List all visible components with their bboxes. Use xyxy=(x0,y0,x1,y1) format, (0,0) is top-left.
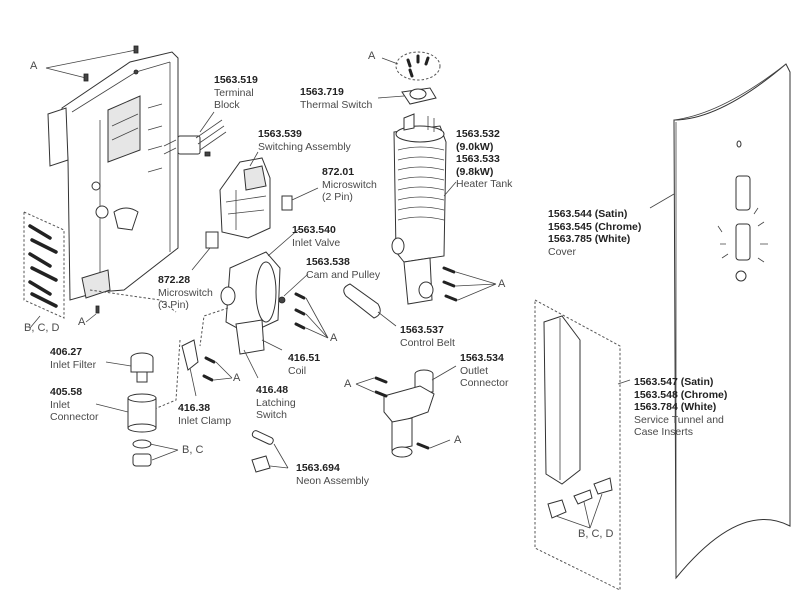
heater-tank-part xyxy=(391,113,457,305)
inlet-clamp-part xyxy=(181,339,199,397)
ref-a-left: A xyxy=(78,316,86,328)
ref-bc: B, C xyxy=(182,444,204,456)
service-tunnel-part xyxy=(534,299,631,591)
ref-a-clamp: A xyxy=(233,372,241,384)
label-inlet-clamp: 416.38 Inlet Clamp xyxy=(178,402,232,427)
label-inlet-connector: 405.58 Inlet Connector xyxy=(50,386,99,423)
top-screws xyxy=(45,45,139,82)
ref-a-top: A xyxy=(30,60,38,72)
label-inlet-filter: 406.27 Inlet Filter xyxy=(50,346,97,371)
label-switching-assembly: 1563.539 Switching Assembly xyxy=(258,128,351,153)
microswitch-2pin-part xyxy=(281,187,319,211)
control-belt-part xyxy=(343,283,397,327)
label-cover: 1563.544 (Satin) 1563.545 (Chrome) 1563.… xyxy=(548,208,642,258)
label-microswitch-2pin: 872.01 Microswitch (2 Pin) xyxy=(322,166,377,203)
inlet-filter-part xyxy=(105,352,154,383)
label-microswitch-3pin: 872.28 Microswitch (3 Pin) xyxy=(158,274,213,311)
label-service-tunnel: 1563.547 (Satin) 1563.548 (Chrome) 1563.… xyxy=(634,376,728,438)
label-neon-assembly: 1563.694 Neon Assembly xyxy=(296,462,369,487)
thermal-switch-part xyxy=(377,51,441,105)
ref-bcd-right: B, C, D xyxy=(578,528,614,540)
neon-assembly-part xyxy=(251,430,289,473)
microswitch-3pin-part xyxy=(191,231,219,271)
ref-a-valve: A xyxy=(330,332,338,344)
ref-bcd-left: B, C, D xyxy=(24,322,60,334)
switching-assembly-part xyxy=(219,151,271,239)
ref-a-thermal: A xyxy=(368,50,376,62)
label-latching-switch: 416.48 Latching Switch xyxy=(256,384,296,421)
ref-a-heater: A xyxy=(498,278,506,290)
terminal-block-part xyxy=(163,111,227,157)
inlet-connector-part xyxy=(95,393,179,467)
label-control-belt: 1563.537 Control Belt xyxy=(400,324,455,349)
cover-part xyxy=(649,63,791,580)
label-inlet-valve: 1563.540 Inlet Valve xyxy=(292,224,341,249)
label-heater-tank: 1563.532 (9.0kW) 1563.533 (9.8kW) Heater… xyxy=(456,128,513,190)
label-thermal-switch: 1563.719 Thermal Switch xyxy=(300,86,373,111)
label-coil: 416.51 Coil xyxy=(288,352,321,377)
valve-screws xyxy=(202,292,329,382)
ref-a-outlet-lower: A xyxy=(454,434,462,446)
backplate-case xyxy=(47,51,179,301)
inlet-valve-part xyxy=(220,227,309,379)
label-cam-pulley: 1563.538 Cam and Pulley xyxy=(306,256,381,281)
label-outlet-connector: 1563.534 Outlet Connector xyxy=(460,352,509,389)
heater-screws xyxy=(442,266,497,302)
outlet-connector-part xyxy=(355,365,457,458)
ref-a-outlet: A xyxy=(344,378,352,390)
assembly-guide-line xyxy=(89,289,229,411)
fixing-screws-kit xyxy=(23,211,100,329)
label-terminal-block: 1563.519 Terminal Block xyxy=(214,74,258,111)
